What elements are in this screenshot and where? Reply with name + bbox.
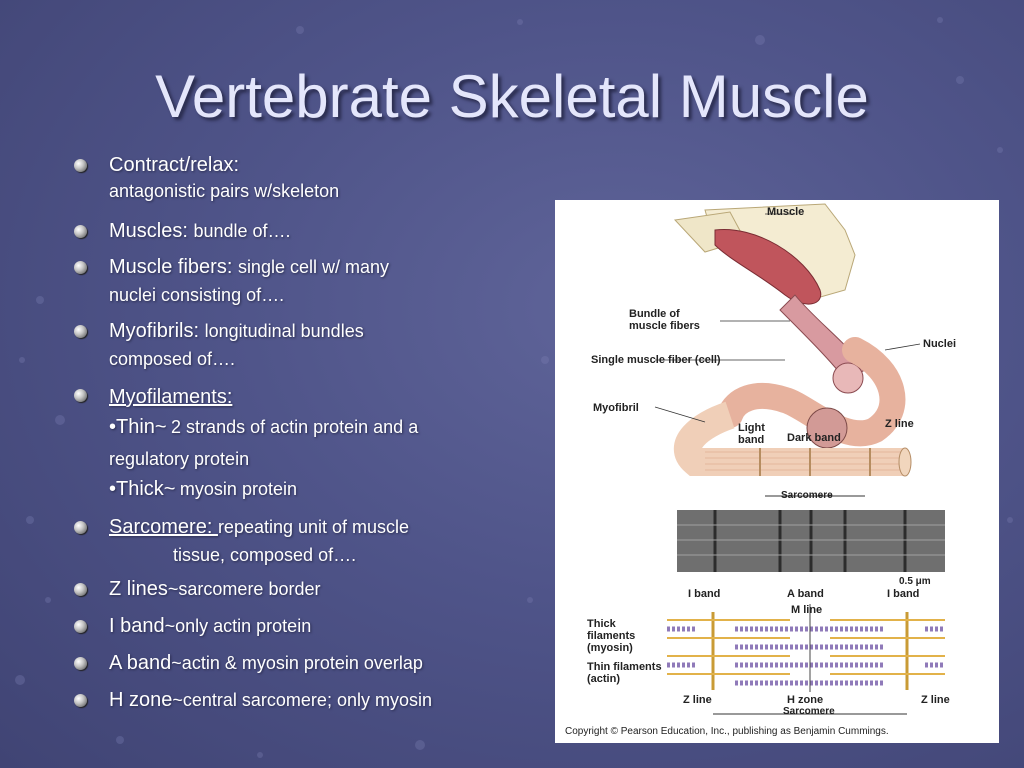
label-a-band: A band [787, 588, 824, 600]
label-scale: 0.5 μm [899, 576, 931, 587]
thin-cont: regulatory protein [109, 449, 250, 469]
label-sarcomere-bottom: Sarcomere [783, 706, 835, 717]
label-z-line-left: Z line [683, 694, 712, 706]
bullet-tail: single cell w/ many [237, 257, 389, 277]
bullet-icon [74, 620, 87, 633]
bullet-sub: antagonistic pairs w/skeleton [109, 181, 340, 201]
bullet-head: Contract/relax: [109, 154, 240, 176]
bullet-icon [74, 225, 87, 238]
bullet-tail: ~actin & myosin protein overlap [171, 653, 423, 673]
bullet-head: Myofilaments: [109, 386, 233, 408]
thick-tail: myosin protein [179, 479, 297, 499]
bullet-cont: composed of…. [109, 349, 236, 369]
label-nuclei: Nuclei [923, 338, 957, 350]
label-i-band-left: I band [688, 588, 721, 600]
bullet-head: H zone [109, 689, 173, 711]
bullet-list: Contract/relax: antagonistic pairs w/ske… [72, 152, 542, 724]
muscle-structure-figure: Muscle Bundle of muscle fibers Nuclei Si… [555, 200, 999, 743]
bullet-icon [74, 325, 87, 338]
label-light-band: Light band [738, 422, 765, 446]
label-muscle: Muscle [767, 206, 805, 218]
bullet-contract-relax: Contract/relax: antagonistic pairs w/ske… [72, 152, 542, 214]
label-myofibril: Myofibril [593, 402, 639, 414]
label-single-fiber: Single muscle fiber (cell) [591, 354, 721, 366]
bullet-h-zone: H zone~central sarcomere; only myosin [72, 687, 542, 724]
label-z-line-top: Z line [885, 418, 914, 430]
label-bundle: Bundle of muscle fibers [629, 308, 700, 332]
bullet-z-lines: Z lines~sarcomere border [72, 576, 542, 613]
bullet-sarcomere: Sarcomere: repeating unit of muscle tiss… [72, 514, 542, 572]
bullet-i-band: I band~only actin protein [72, 613, 542, 650]
bullet-head: Muscle fibers: [109, 256, 238, 278]
label-h-zone: H zone [787, 694, 824, 706]
bullet-tail: longitudinal bundles [204, 321, 364, 341]
bullet-icon [74, 389, 87, 402]
bullet-head: A band [109, 652, 172, 674]
bullet-myofibrils: Myofibrils: longitudinal bundles compose… [72, 318, 542, 380]
thin-head: •Thin~ [109, 416, 167, 438]
label-z-line-right: Z line [921, 694, 950, 706]
bullet-cont: nuclei consisting of…. [109, 285, 285, 305]
bullet-tail: repeating unit of muscle [217, 517, 410, 537]
bullet-tail: ~only actin protein [164, 616, 312, 636]
thick-head: •Thick~ [109, 478, 176, 500]
bullet-icon [74, 521, 87, 534]
bullet-tail: ~sarcomere border [167, 579, 321, 599]
bullet-head: I band [109, 615, 165, 637]
bullet-tail: bundle of…. [193, 221, 291, 241]
label-thick-filaments: Thick filaments (myosin) [587, 618, 636, 654]
bullet-icon [74, 657, 87, 670]
slide-title: Vertebrate Skeletal Muscle [155, 63, 869, 130]
bullet-head: Myofibrils: [109, 320, 205, 342]
bullet-icon [74, 261, 87, 274]
bullet-icon [74, 583, 87, 596]
label-m-line: M line [791, 604, 823, 616]
bullet-cont: tissue, composed of…. [173, 545, 357, 565]
label-i-band-right: I band [887, 588, 920, 600]
bullet-tail: ~central sarcomere; only myosin [172, 690, 432, 710]
muscle-illustration [654, 203, 945, 715]
copyright-text: Copyright © Pearson Education, Inc., pub… [565, 726, 889, 737]
bullet-icon [74, 694, 87, 707]
thin-tail: 2 strands of actin protein and a [171, 417, 419, 437]
bullet-head: Z lines [109, 578, 168, 600]
bullet-head: Muscles: [109, 220, 194, 242]
bullet-a-band: A band~actin & myosin protein overlap [72, 650, 542, 687]
bullet-myofilaments: Myofilaments: •Thin~ 2 strands of actin … [72, 382, 542, 506]
label-sarcomere-top: Sarcomere [781, 490, 833, 501]
bullet-head: Sarcomere: [109, 516, 218, 538]
bullet-icon [74, 159, 87, 172]
bullet-muscle-fibers: Muscle fibers: single cell w/ many nucle… [72, 254, 542, 316]
bullet-muscles: Muscles: bundle of…. [72, 218, 542, 254]
label-dark-band: Dark band [787, 432, 841, 444]
label-thin-filaments: Thin filaments (actin) [587, 661, 662, 685]
